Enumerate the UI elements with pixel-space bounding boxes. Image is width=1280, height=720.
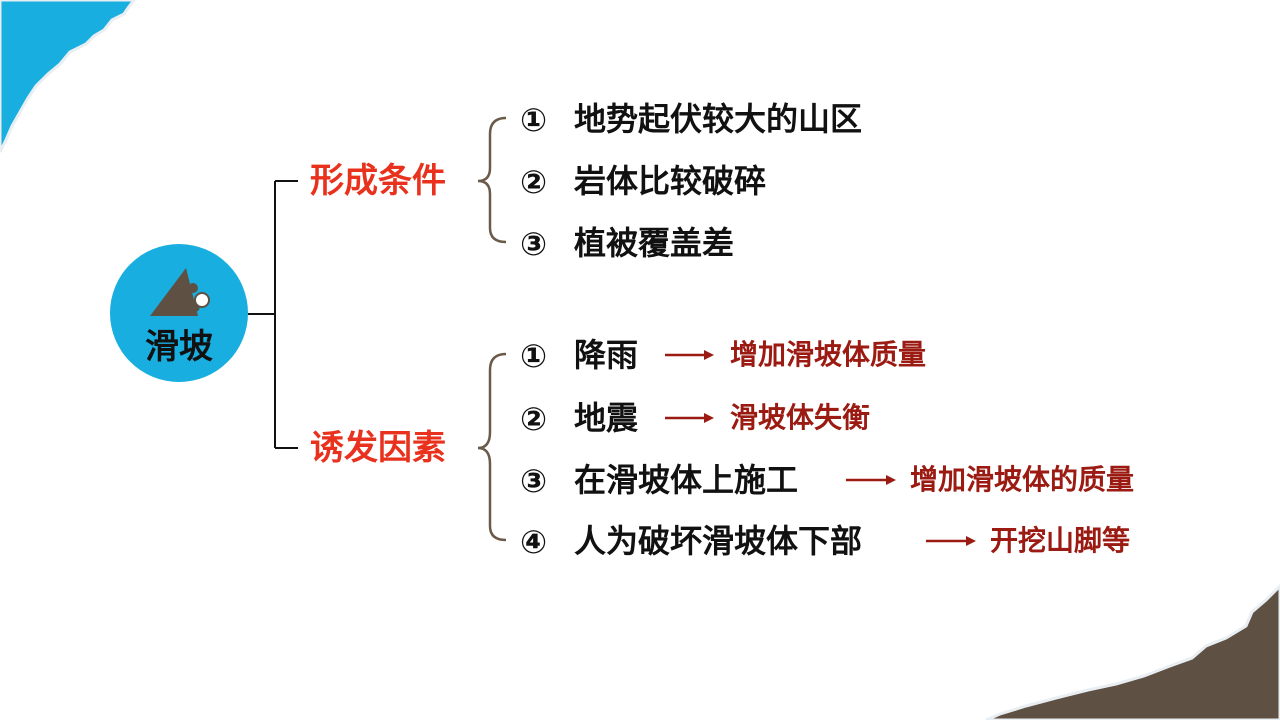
top-left-blue-corner <box>0 0 136 153</box>
trigger-item-number-4: ④ <box>520 523 548 561</box>
trigger-item-1: 降雨 <box>574 336 639 374</box>
arrow-3 <box>846 475 896 485</box>
formation-title: 形成条件 <box>310 161 446 201</box>
formation-item-1: 地势起伏较大的山区 <box>574 100 863 138</box>
trigger-item-number-3: ③ <box>520 462 548 500</box>
trigger-item-number-1: ① <box>520 337 548 375</box>
trigger-result-2: 滑坡体失衡 <box>730 401 871 434</box>
formation-item-number-3: ③ <box>520 225 548 263</box>
trigger-result-1: 增加滑坡体质量 <box>730 338 927 371</box>
formation-bracket <box>477 116 507 244</box>
formation-item-2: 岩体比较破碎 <box>574 162 767 200</box>
formation-item-number-2: ② <box>520 163 548 201</box>
arrow-2 <box>665 413 714 423</box>
trigger-item-2: 地震 <box>574 399 639 437</box>
landslide-icon <box>150 268 210 316</box>
arrow-1 <box>665 350 714 360</box>
formation-item-3: 植被覆盖差 <box>574 224 735 262</box>
trigger-result-4: 开挖山脚等 <box>990 524 1131 557</box>
trigger-item-4: 人为破坏滑坡体下部 <box>574 522 863 560</box>
center-title: 滑坡 <box>145 327 213 367</box>
formation-item-number-1: ① <box>520 101 548 139</box>
trigger-bracket <box>477 352 507 542</box>
arrow-4 <box>926 536 976 546</box>
center-node: 滑坡 <box>110 244 248 382</box>
trigger-result-3: 增加滑坡体的质量 <box>910 463 1135 496</box>
trigger-item-3: 在滑坡体上施工 <box>574 461 799 499</box>
bottom-right-brown-corner <box>985 583 1280 720</box>
trigger-title: 诱发因素 <box>310 428 446 468</box>
trigger-item-number-2: ② <box>520 400 548 438</box>
